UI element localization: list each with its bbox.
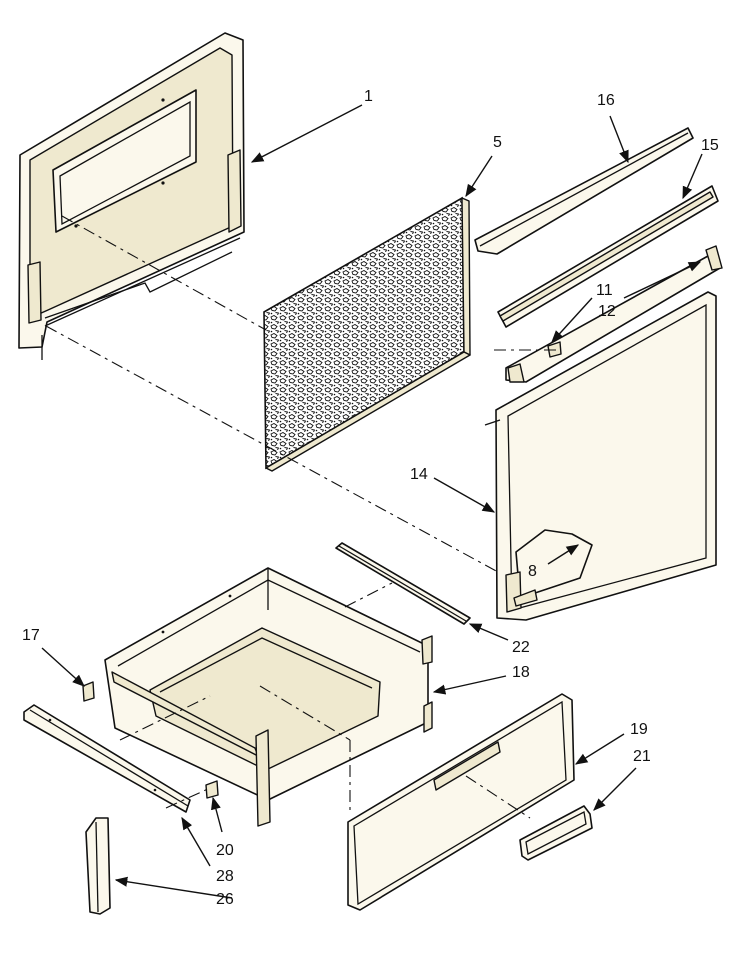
callout-1: 1	[364, 88, 373, 105]
inner-door-panel	[484, 291, 717, 621]
drawer-side-cover	[85, 817, 111, 915]
drawer-front-panel	[347, 693, 575, 911]
callout-26: 26	[216, 891, 234, 908]
oven-door-frame	[18, 32, 245, 360]
callout-18: 18	[512, 664, 530, 681]
callout-19: 19	[630, 721, 648, 738]
callout-28: 28	[216, 868, 234, 885]
alignment-lines	[45, 215, 556, 819]
drawer-slide	[23, 704, 191, 813]
callout-12: 12	[598, 303, 616, 320]
callout-5: 5	[493, 134, 502, 151]
drawer-clip-front	[205, 780, 219, 799]
callout-15: 15	[701, 137, 719, 154]
door-insulation-panel	[263, 196, 471, 472]
drawer-body	[104, 567, 433, 827]
leader-arrows	[41, 104, 703, 899]
callout-8: 8	[528, 563, 537, 580]
callout-16: 16	[597, 92, 615, 109]
door-handle-trim	[497, 185, 719, 328]
door-top-trim	[474, 127, 694, 255]
callout-11: 11	[596, 282, 613, 299]
callout-17: 17	[22, 627, 40, 644]
drawer-rail	[335, 542, 471, 625]
drawer-handle	[519, 805, 593, 861]
drawer-clip-left	[82, 681, 95, 702]
callout-14: 14	[410, 466, 428, 483]
callout-22: 22	[512, 639, 530, 656]
callout-20: 20	[216, 842, 234, 859]
callout-21: 21	[633, 748, 651, 765]
